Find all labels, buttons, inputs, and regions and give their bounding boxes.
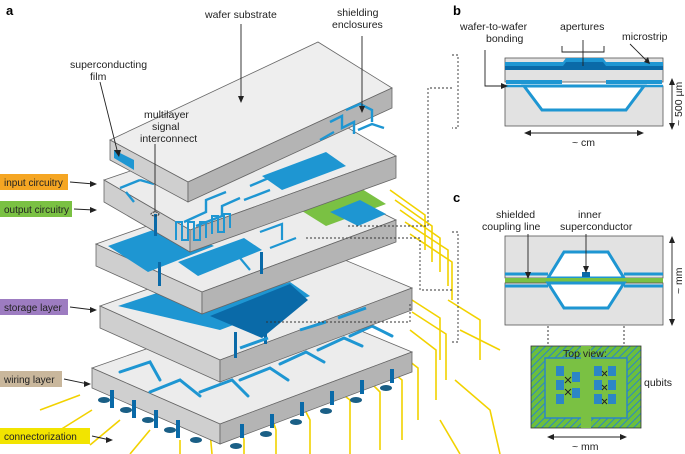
label-shielded-1: shielded — [496, 209, 535, 221]
label-apertures: apertures — [560, 21, 604, 33]
label-multilayer-2: signal — [152, 121, 179, 133]
tag-storage-text: storage layer — [4, 303, 62, 314]
panel-b-letter: b — [453, 3, 461, 18]
panel-c-top-view — [530, 345, 642, 429]
label-wafer-substrate: wafer substrate — [204, 9, 277, 21]
tag-input-bg — [0, 174, 68, 190]
label-b-vscale: ~ 500 µm — [673, 81, 685, 126]
label-shielding-1: shielding — [337, 7, 379, 19]
tag-wiring-bg — [0, 371, 62, 387]
tag-output-text: output circuitry — [4, 205, 69, 216]
layer-tag-output: output circuitry — [0, 201, 72, 217]
callout-arrowheads — [84, 96, 365, 443]
tag-input-text: input circuitry — [4, 178, 63, 189]
label-multilayer-1: multilayer — [144, 109, 189, 121]
panel-a-letter: a — [6, 3, 14, 18]
layer-tag-connectorization: connectorization — [0, 428, 90, 444]
label-shielded-2: coupling line — [482, 221, 541, 233]
label-top-view: Top view: — [563, 348, 607, 360]
label-bonding-2: bonding — [486, 33, 524, 45]
panel-b-annotations — [484, 40, 673, 134]
wafer-substrate-slab — [109, 41, 393, 203]
panel-b-cross-section — [504, 57, 664, 127]
label-c-hscale: ~ mm — [572, 441, 599, 453]
panel-c-cross-section — [504, 235, 664, 326]
label-inner-2: superconductor — [560, 221, 633, 233]
label-superconducting-1: superconducting — [70, 59, 147, 71]
panel-b-arrowheads — [501, 57, 675, 136]
label-superconducting-2: film — [90, 71, 107, 83]
tag-storage-bg — [0, 299, 68, 315]
label-c-vscale: ~ mm — [673, 267, 685, 294]
label-b-hscale: ~ cm — [572, 137, 595, 149]
label-qubits: qubits — [644, 377, 672, 389]
panel-c-letter: c — [453, 190, 460, 205]
dotted-connectors — [266, 54, 459, 343]
layer-tag-input: input circuitry — [0, 174, 68, 190]
label-microstrip: microstrip — [622, 31, 668, 43]
tag-connectorization-bg — [0, 428, 90, 444]
layer-tag-storage: storage layer — [0, 299, 68, 315]
tag-wiring-text: wiring layer — [3, 375, 55, 386]
layer-tag-wiring: wiring layer — [0, 371, 62, 387]
label-shielding-2: enclosures — [332, 19, 383, 31]
tag-output-bg — [0, 201, 72, 217]
tag-connectorization-text: connectorization — [4, 432, 77, 443]
label-multilayer-3: interconnect — [140, 133, 197, 145]
label-inner-1: inner — [578, 209, 602, 221]
label-bonding-1: wafer-to-wafer — [459, 21, 528, 33]
